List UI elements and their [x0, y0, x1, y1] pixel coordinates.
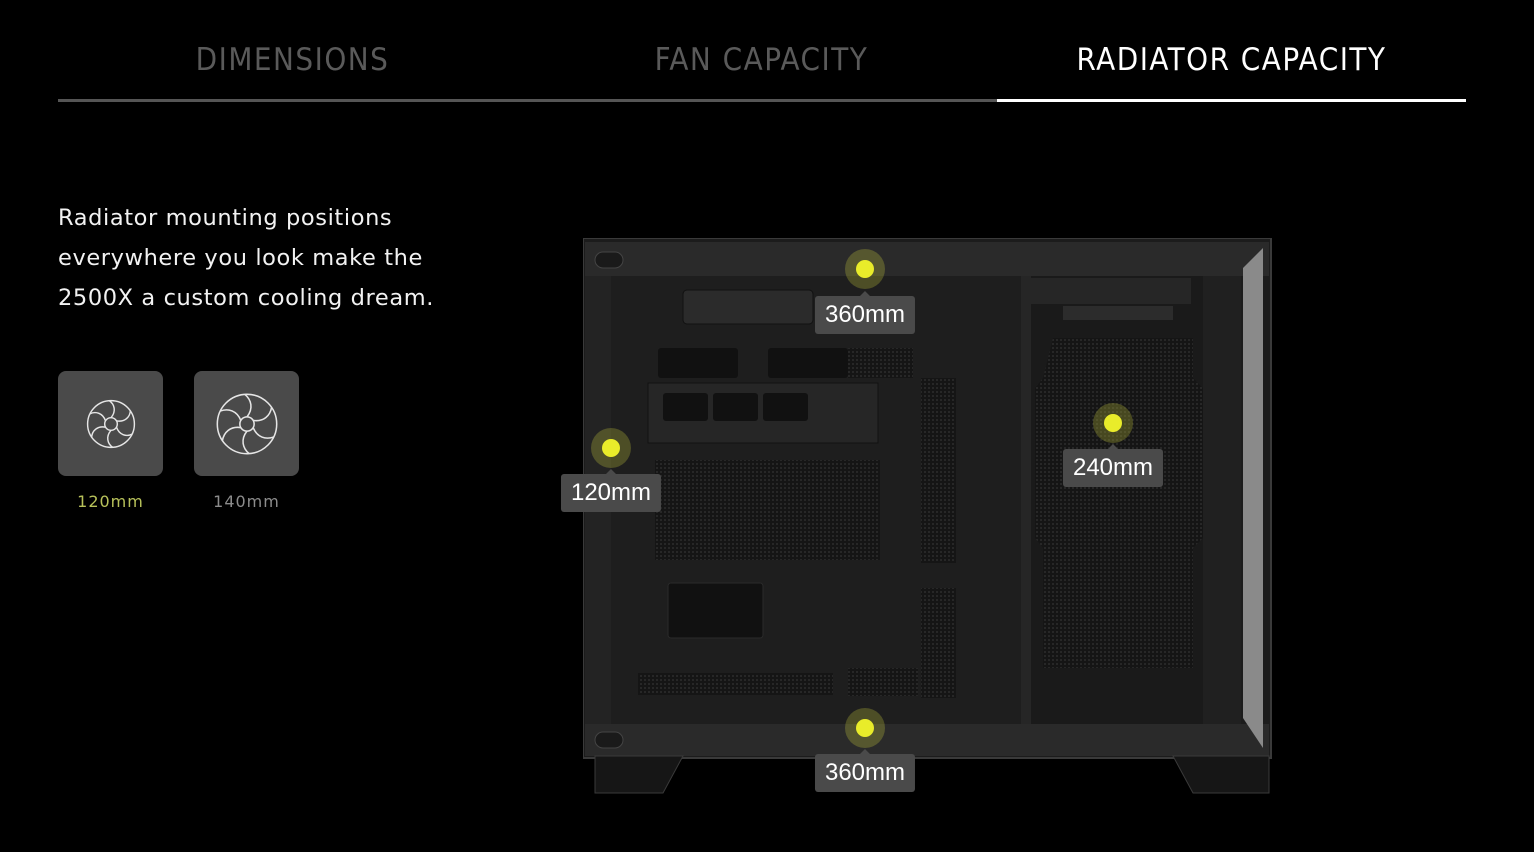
- radiator-size-tag-side: 240mm: [1062, 444, 1164, 487]
- tab-fan-capacity[interactable]: FAN CAPACITY: [654, 42, 869, 78]
- fan-size-option-140[interactable]: 140mm: [194, 371, 299, 511]
- active-tab-indicator: [997, 99, 1466, 102]
- radiator-marker-side[interactable]: [1093, 403, 1133, 443]
- fan-icon: [216, 393, 277, 454]
- radiator-marker-bottom[interactable]: [845, 708, 885, 748]
- radiator-size-tag-top: 360mm: [814, 291, 916, 334]
- radiator-marker-front[interactable]: [591, 428, 631, 468]
- fan-tile: [194, 371, 299, 476]
- tab-divider: [58, 99, 1466, 102]
- radiator-marker-top[interactable]: [845, 249, 885, 289]
- description-text: Radiator mounting positions everywhere y…: [58, 205, 435, 311]
- fan-size-label: 140mm: [213, 492, 280, 511]
- fan-size-option-120[interactable]: 120mm: [58, 371, 163, 511]
- tab-bar: DIMENSIONS FAN CAPACITY RADIATOR CAPACIT…: [58, 0, 1466, 104]
- fan-tile: [58, 371, 163, 476]
- pc-case-illustration: 360mm 120mm 240mm 360mm: [560, 238, 1273, 794]
- radiator-size-tag-front: 120mm: [560, 469, 662, 512]
- fan-size-label: 120mm: [77, 492, 144, 511]
- radiator-size-tag-bottom: 360mm: [814, 749, 916, 792]
- tab-radiator-capacity[interactable]: RADIATOR CAPACITY: [1076, 42, 1387, 78]
- pc-case-image: [583, 238, 1272, 794]
- tab-dimensions[interactable]: DIMENSIONS: [195, 42, 390, 78]
- fan-icon: [86, 399, 135, 448]
